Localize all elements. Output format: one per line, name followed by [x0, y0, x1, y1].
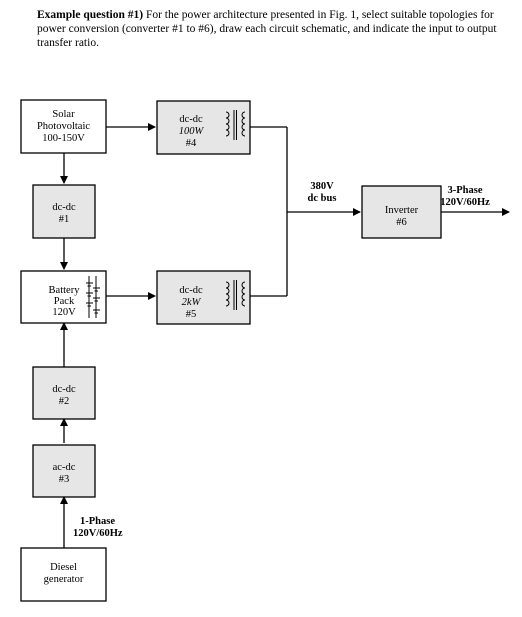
dcdc4-label-3: #4 [186, 138, 197, 149]
dc-bus-voltage-label: 380V [310, 181, 334, 192]
transformer-icon [225, 110, 246, 140]
solar-block: Solar Photovoltaic 100-150V [20, 99, 107, 154]
dcdc2-label-1: dc-dc [52, 384, 76, 395]
battery-label-3: 120V [52, 307, 76, 318]
question-text: Example question #1) For the power archi… [37, 8, 499, 50]
question-body: For the power architecture presented in … [37, 9, 497, 49]
dcdc4-label-2: 100W [179, 126, 205, 137]
input-phase-label: 1-Phase [80, 516, 115, 527]
dcdc5-label-2: 2kW [182, 297, 202, 308]
dcdc4-label-1: dc-dc [179, 114, 203, 125]
battery-label-1: Battery [49, 285, 81, 296]
battery-cells-icon [86, 276, 100, 318]
diesel-block: Diesel generator [20, 547, 107, 602]
dcdc2-block: dc-dc #2 [32, 366, 96, 420]
dcdc2-label-2: #2 [59, 396, 70, 407]
solar-label-2: Photovoltaic [37, 121, 90, 132]
inverter-label-2: #6 [396, 217, 407, 228]
question-heading: Example question #1) [37, 9, 144, 21]
input-voltage-label: 120V/60Hz [73, 528, 123, 539]
diesel-label-1: Diesel [50, 562, 77, 573]
dc-bus-label: dc bus [308, 193, 337, 204]
dcdc5-label-1: dc-dc [179, 285, 203, 296]
solar-label-3: 100-150V [42, 133, 85, 144]
dcdc5-label-3: #5 [186, 309, 197, 320]
inverter-block: Inverter #6 [361, 185, 442, 239]
battery-label-2: Pack [54, 296, 75, 307]
dcdc1-block: dc-dc #1 [32, 184, 96, 239]
dcdc1-label-2: #1 [59, 214, 70, 225]
transformer-icon [225, 280, 246, 310]
inverter-label-1: Inverter [385, 205, 419, 216]
output-voltage-label: 120V/60Hz [440, 197, 490, 208]
solar-label-1: Solar [52, 109, 75, 120]
dcdc5-block: dc-dc 2kW #5 [156, 270, 251, 325]
dcdc1-label-1: dc-dc [52, 202, 76, 213]
acdc3-label-2: #3 [59, 474, 70, 485]
dcdc4-block: dc-dc 100W #4 [156, 100, 251, 155]
acdc3-label-1: ac-dc [53, 462, 76, 473]
diesel-label-2: generator [44, 574, 84, 585]
output-phase-label: 3-Phase [448, 185, 483, 196]
battery-block: Battery Pack 120V [20, 270, 107, 324]
acdc3-block: ac-dc #3 [32, 444, 96, 498]
